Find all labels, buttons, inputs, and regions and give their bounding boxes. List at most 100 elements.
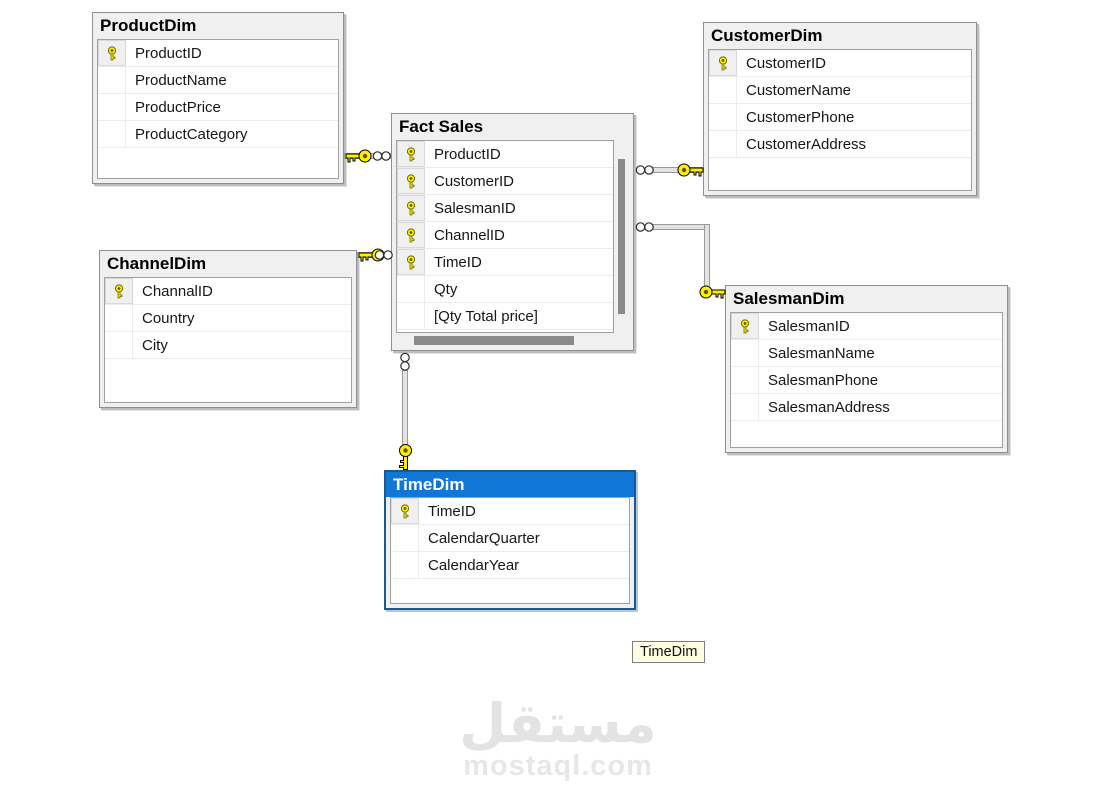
column-name: SalesmanAddress (768, 398, 890, 416)
row-selector-cell (731, 340, 759, 366)
row-selector-cell (105, 332, 133, 358)
table-title-productdim[interactable]: ProductDim (100, 16, 197, 35)
key-one-side-icon (699, 285, 726, 299)
column-row[interactable]: ProductPrice (98, 94, 338, 121)
table-fact-sales[interactable]: Fact Sales ProductID CustomerID SalesmanID… (391, 113, 634, 351)
key-one-side-icon (399, 444, 412, 470)
column-name: CustomerID (434, 172, 515, 190)
primary-key-icon (105, 278, 133, 304)
primary-key-icon (397, 195, 425, 221)
column-row[interactable]: City (105, 332, 351, 359)
column-name: SalesmanID (768, 317, 850, 335)
column-row[interactable]: SalesmanAddress (731, 394, 1002, 421)
relationship-productdim-factsales[interactable] (344, 146, 392, 166)
table-title-customerdim[interactable]: CustomerDim (711, 26, 823, 45)
column-name: SalesmanName (768, 344, 875, 362)
column-row[interactable]: SalesmanID (397, 195, 613, 222)
row-selector-cell (397, 303, 425, 329)
column-row[interactable]: CustomerAddress (709, 131, 971, 158)
watermark-url: mostaql.com (463, 750, 653, 782)
column-row[interactable]: CustomerID (397, 168, 613, 195)
column-row[interactable]: ChannelID (397, 222, 613, 249)
column-row[interactable]: TimeID (397, 249, 613, 276)
vertical-scrollbar-thumb[interactable] (618, 159, 625, 314)
column-name: Qty (434, 280, 458, 298)
primary-key-icon (397, 222, 425, 248)
row-selector-cell (731, 394, 759, 420)
column-row[interactable]: ProductCategory (98, 121, 338, 148)
column-row[interactable]: SalesmanID (731, 313, 1002, 340)
row-selector-cell (709, 104, 737, 130)
row-selector-cell (391, 525, 419, 551)
table-title-salesmandim[interactable]: SalesmanDim (733, 289, 845, 308)
relationship-timedim-factsales[interactable] (394, 352, 416, 470)
relationship-channeldim-factsales[interactable] (357, 245, 393, 265)
connector-line (402, 370, 408, 450)
key-one-side-icon (677, 163, 704, 177)
column-name: ProductName (135, 71, 227, 89)
column-row[interactable]: CustomerPhone (709, 104, 971, 131)
column-row[interactable]: CustomerName (709, 77, 971, 104)
row-selector-cell (391, 552, 419, 578)
connector-line (704, 224, 710, 292)
column-name: ProductID (434, 145, 501, 163)
column-name: TimeID (428, 502, 476, 520)
row-selector-cell (98, 121, 126, 147)
row-selector-cell (105, 305, 133, 331)
timedim-tooltip-label: TimeDim (632, 641, 706, 663)
column-name: CalendarQuarter (428, 529, 540, 547)
row-selector-cell (709, 77, 737, 103)
column-row[interactable]: CalendarYear (391, 552, 629, 579)
row-selector-cell (98, 94, 126, 120)
table-title-timedim[interactable]: TimeDim (386, 472, 634, 497)
column-row[interactable]: ChannalID (105, 278, 351, 305)
column-row[interactable]: CalendarQuarter (391, 525, 629, 552)
relationship-customerdim-factsales[interactable] (634, 160, 704, 180)
relationship-salesmandim-factsales[interactable] (634, 217, 726, 301)
column-row[interactable]: TimeID (391, 498, 629, 525)
column-name: TimeID (434, 253, 482, 271)
column-name: ChannelID (434, 226, 505, 244)
column-name: SalesmanPhone (768, 371, 879, 389)
horizontal-scrollbar[interactable] (397, 336, 613, 345)
column-name: ProductID (135, 44, 202, 62)
column-row[interactable]: Country (105, 305, 351, 332)
column-name: ProductCategory (135, 125, 248, 143)
watermark: مستقل mostaql.com (418, 694, 698, 783)
column-row[interactable]: ProductID (397, 141, 613, 168)
column-name: CustomerPhone (746, 108, 855, 126)
many-side-infinity-icon (400, 352, 410, 371)
primary-key-icon (731, 313, 759, 339)
column-row[interactable]: ProductName (98, 67, 338, 94)
column-row[interactable]: SalesmanPhone (731, 367, 1002, 394)
key-one-side-icon (345, 149, 372, 163)
table-title-channeldim[interactable]: ChannelDim (107, 254, 207, 273)
column-name: [Qty Total price] (434, 307, 538, 325)
column-name: ProductPrice (135, 98, 221, 116)
column-name: CalendarYear (428, 556, 520, 574)
row-selector-cell (731, 367, 759, 393)
row-selector-cell (98, 67, 126, 93)
column-row[interactable]: CustomerID (709, 50, 971, 77)
column-row[interactable]: SalesmanName (731, 340, 1002, 367)
table-title-fact-sales[interactable]: Fact Sales (399, 117, 484, 136)
primary-key-icon (397, 249, 425, 275)
vertical-scrollbar[interactable] (615, 142, 628, 332)
column-row[interactable]: [Qty Total price] (397, 303, 613, 330)
horizontal-scrollbar-thumb[interactable] (414, 336, 574, 345)
column-name: Country (142, 309, 195, 327)
primary-key-icon (98, 40, 126, 66)
column-row[interactable]: Qty (397, 276, 613, 303)
watermark-logo: مستقل (459, 692, 657, 755)
column-row[interactable]: ProductID (98, 40, 338, 67)
column-name: City (142, 336, 168, 354)
